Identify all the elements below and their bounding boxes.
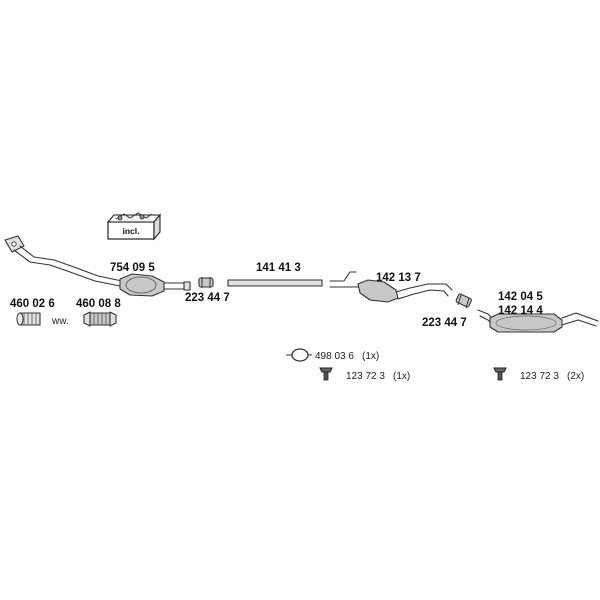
- flex-pipe-a-label: 460 02 6: [10, 298, 55, 310]
- rear-silencer-label-a: 142 04 5: [498, 291, 543, 303]
- catalytic-converter: [119, 273, 191, 297]
- middle-silencer: [329, 271, 453, 303]
- kit-incl-label: incl.: [122, 226, 139, 236]
- flex-pipe-b-label: 460 08 8: [76, 298, 121, 310]
- rubber-ring-qty: (1x): [362, 351, 379, 362]
- hanger-1-label: 123 72 3: [346, 371, 385, 382]
- clamp-rear-icon: [455, 293, 472, 309]
- middle-pipe: [227, 279, 323, 287]
- rubber-ring-label: 498 03 6: [315, 351, 354, 362]
- mounting-kit-icon: incl.: [106, 212, 162, 241]
- hanger-1-qty: (1x): [393, 371, 410, 382]
- rubber-ring-icon: [286, 348, 312, 362]
- catalytic-converter-label: 754 09 5: [110, 262, 155, 274]
- flex-pipe-b-icon: [83, 311, 117, 327]
- clamp-front-label: 223 44 7: [185, 292, 230, 304]
- hanger-2-icon: [493, 367, 507, 381]
- flex-pipe-a-icon: [16, 312, 41, 326]
- alternative-separator: ww.: [51, 316, 69, 327]
- middle-pipe-label: 141 41 3: [256, 262, 301, 274]
- hanger-2-label: 123 72 3: [520, 371, 559, 382]
- rear-silencer: [477, 309, 599, 333]
- front-pipe: [4, 235, 123, 287]
- hanger-2-qty: (2x): [567, 371, 584, 382]
- middle-silencer-label: 142 13 7: [376, 272, 421, 284]
- rear-silencer-label-b: 142 14 4: [498, 305, 543, 317]
- clamp-rear-label: 223 44 7: [422, 317, 467, 329]
- clamp-front-icon: [198, 277, 214, 288]
- hanger-1-icon: [319, 367, 333, 381]
